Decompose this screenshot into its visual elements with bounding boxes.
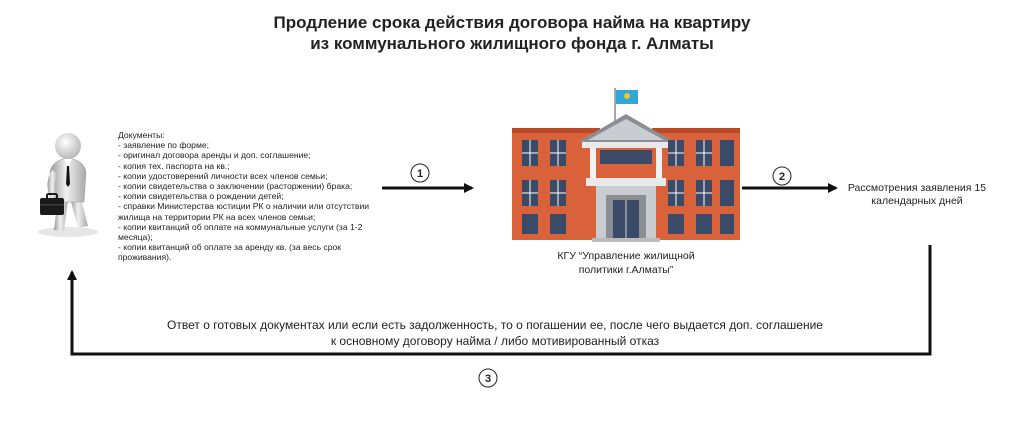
response-line-1: Ответ о готовых документах или если есть… [167,318,823,332]
documents-line: - копия тех. паспорта на кв.; [118,160,230,171]
step-1-number: 1 [417,168,423,180]
documents-line: - копии квитанций об оплате на коммуналь… [118,221,363,243]
documents-line: - копии удостоверений личности всех член… [118,170,328,181]
documents-line: Документы: [118,130,165,140]
businessman-with-briefcase-icon [38,133,98,237]
government-building-icon [512,88,740,242]
documents-line: - копии свидетельства о рождении детей; [118,191,284,202]
organization-label: КГУ “Управление жилищной политики г.Алма… [515,249,737,277]
organization-line-1: КГУ “Управление жилищной [557,250,695,262]
step-2-badge: 2 [772,166,792,186]
documents-line: - заявление по форме; [118,140,210,151]
step-3-badge: 3 [478,368,498,388]
arrow-step-3 [67,245,932,356]
organization-line-2: политики г.Алматы” [578,264,674,276]
documents-line: - справки Министерства юстиции РК о нали… [118,201,370,222]
documents-list: Документы: - заявление по форме; - ориги… [118,130,386,263]
title-line-2: из коммунального жилищного фонда г. Алма… [310,34,714,53]
response-line-2: к основному договору найма / либо мотиви… [330,334,660,348]
step-2-number: 2 [779,171,785,183]
documents-line: - копии квитанций об оплате за аренду кв… [118,242,342,263]
response-label: Ответ о готовых документах или если есть… [150,317,840,349]
step-3-number: 3 [485,373,491,385]
step-1-badge: 1 [410,163,430,183]
review-period-label: Рассмотрения заявления 15 календарных дн… [847,182,987,207]
page-title: Продление срока действия договора найма … [212,12,812,54]
documents-line: - копии свидетельства о заключении (раст… [118,181,353,192]
title-line-1: Продление срока действия договора найма … [273,13,751,32]
documents-line: - оригинал договора аренды и доп. соглаш… [118,150,311,161]
